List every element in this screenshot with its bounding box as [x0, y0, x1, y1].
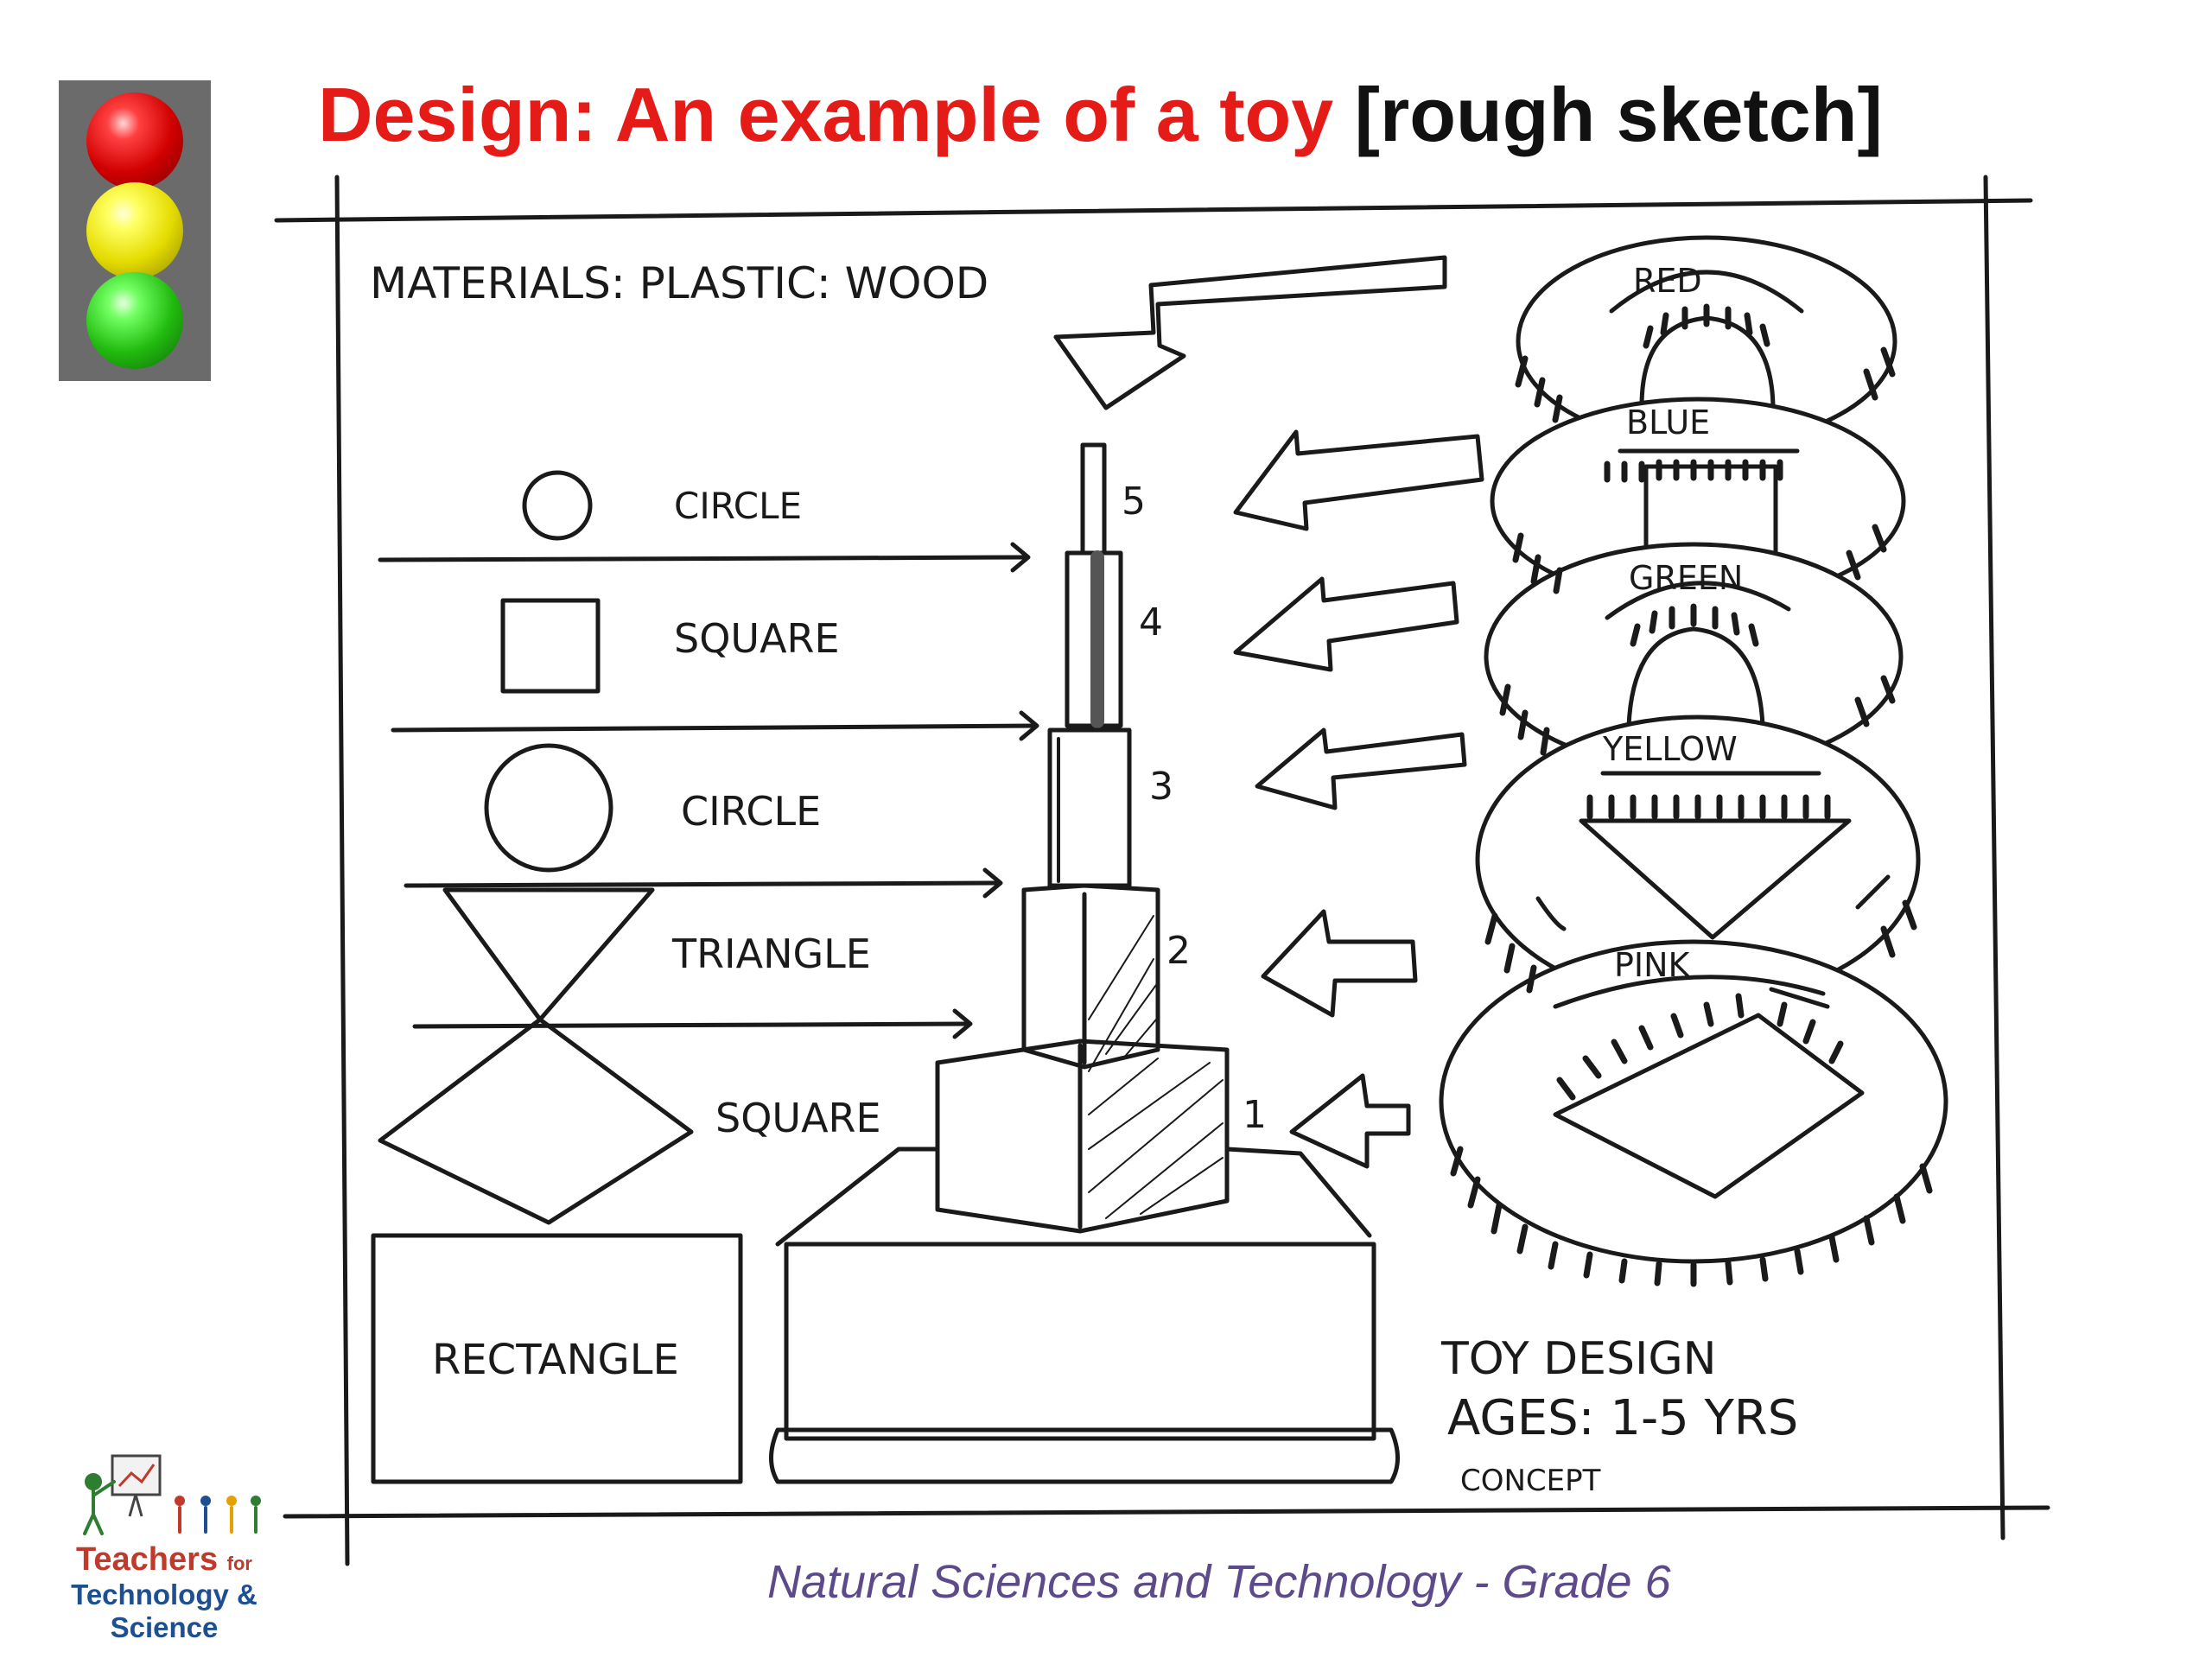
ring-yellow	[1475, 715, 1921, 1005]
ring-label-yellow: YELLOW	[1602, 730, 1738, 768]
shape-label-circle-1: CIRCLE	[674, 485, 802, 527]
top-arrow-icon	[1053, 255, 1447, 410]
logo-word-for: for	[226, 1553, 252, 1574]
teacher-board-icon	[83, 1454, 261, 1535]
teachers-logo: Teachers for Technology & Science	[52, 1447, 276, 1643]
diamond-square-shape	[378, 1017, 694, 1225]
arrow-icon-1	[1289, 1073, 1411, 1169]
slide-title: Design: An example of a toy [rough sketc…	[318, 67, 1883, 162]
circle-shape-small	[522, 470, 593, 541]
ring-green	[1484, 542, 1904, 772]
title-suffix: [rough sketch]	[1354, 72, 1883, 157]
stack-number-2: 2	[1166, 929, 1191, 973]
traffic-light-icon	[59, 80, 211, 381]
ring-label-blue: BLUE	[1626, 403, 1710, 441]
arrow-icon-3	[1255, 727, 1467, 810]
logo-text-technology-science: Technology & Science	[71, 1579, 257, 1643]
shape-label-triangle: TRIANGLE	[671, 931, 871, 977]
logo-word-teachers: Teachers	[76, 1541, 219, 1578]
stack-number-1: 1	[1243, 1093, 1267, 1137]
shape-label-square-1: SQUARE	[674, 615, 840, 662]
shape-label-circle-2: CIRCLE	[681, 788, 821, 835]
shape-label-rectangle: RECTANGLE	[432, 1336, 679, 1384]
stack-number-3: 3	[1149, 765, 1173, 809]
title-main: Design: An example of a toy	[318, 72, 1334, 157]
stacking-tower	[769, 442, 1400, 1484]
arrow-icon-5	[1233, 429, 1484, 531]
note-title: TOY DESIGN	[1440, 1333, 1717, 1385]
stack-number-5: 5	[1122, 480, 1146, 524]
sketch-frame	[274, 175, 2050, 1566]
ring-tread-marks	[1450, 303, 1933, 1287]
guide-arrows	[378, 542, 1039, 1039]
yellow-light-icon	[86, 182, 183, 279]
materials-label: MATERIALS: PLASTIC: WOOD	[370, 258, 988, 308]
shape-label-square-2: SQUARE	[715, 1095, 881, 1141]
arrow-icon-2	[1261, 909, 1418, 1018]
rectangle-shape	[371, 1233, 743, 1484]
circle-shape-large	[484, 743, 613, 873]
note-concept: CONCEPT	[1460, 1464, 1601, 1498]
ring-label-red: RED	[1633, 262, 1702, 300]
ring-label-green: GREEN	[1629, 559, 1743, 597]
triangle-shape	[442, 887, 655, 1022]
stack-number-4: 4	[1139, 600, 1163, 645]
slide-footer: Natural Sciences and Technology - Grade …	[767, 1556, 1671, 1608]
ring-blue	[1490, 397, 1906, 606]
green-light-icon	[86, 272, 183, 369]
note-ages: AGES: 1-5 YRS	[1447, 1390, 1798, 1446]
square-shape	[500, 598, 601, 694]
ring-pink	[1439, 939, 1948, 1264]
red-light-icon	[86, 92, 183, 189]
arrow-icon-4	[1233, 576, 1459, 672]
ring-label-pink: PINK	[1614, 946, 1691, 984]
logo-text-teachers: Teachers for	[52, 1542, 276, 1581]
